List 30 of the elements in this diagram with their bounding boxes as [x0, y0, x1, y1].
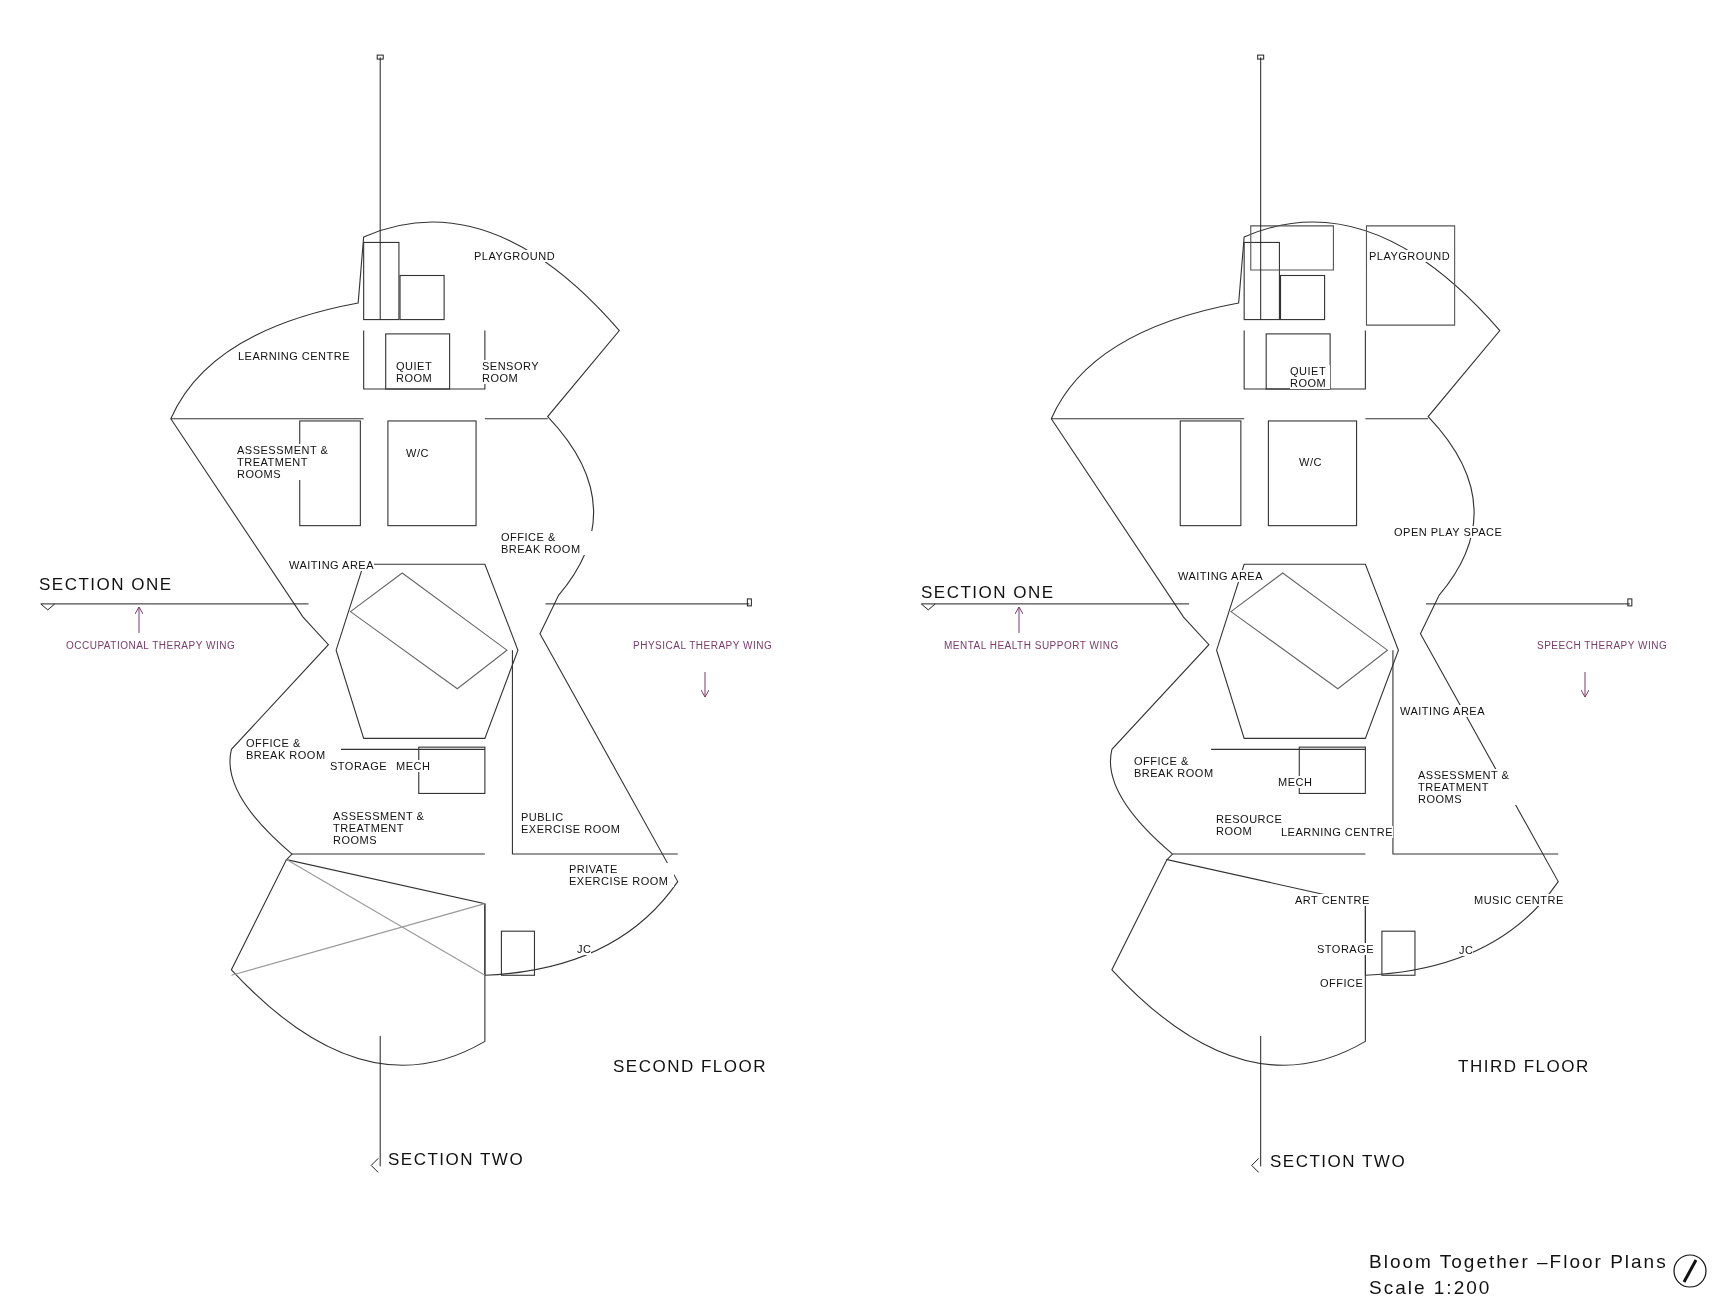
wing-label: PHYSICAL THERAPY WING: [633, 640, 773, 651]
wing-label: MENTAL HEALTH SUPPORT WING: [944, 640, 1119, 651]
room-label: MECH: [1278, 776, 1313, 789]
room-label: W/C: [1299, 456, 1322, 469]
room-label: LEARNING CENTRE: [238, 350, 351, 363]
room-label: STORAGE: [1317, 943, 1375, 956]
room-label: OFFICE: [1320, 977, 1364, 990]
wing-label: SPEECH THERAPY WING: [1537, 640, 1668, 651]
room-label: SENSORY ROOM: [482, 360, 537, 385]
room-label: MECH: [396, 760, 431, 773]
room-label: JC: [577, 943, 592, 956]
room-label: PLAYGROUND: [474, 250, 556, 263]
room-label: WAITING AREA: [1178, 570, 1264, 583]
wing-label: OCCUPATIONAL THERAPY WING: [66, 640, 236, 651]
room-label: OPEN PLAY SPACE: [1394, 526, 1503, 539]
room-label: STORAGE: [330, 760, 388, 773]
room-label: LEARNING CENTRE: [1281, 826, 1394, 839]
scale-label: Scale 1:200: [1369, 1278, 1492, 1296]
room-label: QUIET ROOM: [1290, 365, 1330, 390]
room-label: PRIVATE EXERCISE ROOM: [569, 863, 674, 888]
room-label: JC: [1459, 944, 1474, 957]
room-label: OFFICE & BREAK ROOM: [501, 531, 596, 556]
room-label: OFFICE & BREAK ROOM: [246, 737, 341, 762]
room-label: W/C: [406, 447, 429, 460]
room-label: WAITING AREA: [1400, 705, 1486, 718]
room-label: WAITING AREA: [289, 559, 375, 572]
room-label: PLAYGROUND: [1369, 250, 1451, 263]
drawing-title: Bloom Together –Floor Plans: [1369, 1252, 1668, 1273]
room-label: ART CENTRE: [1295, 894, 1370, 907]
room-label: MUSIC CENTRE: [1474, 894, 1564, 907]
